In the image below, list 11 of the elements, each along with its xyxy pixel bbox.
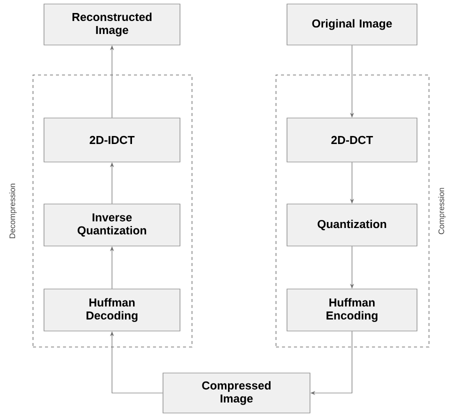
group-label: Compression xyxy=(438,188,446,234)
process-box: Huffman Encoding xyxy=(286,288,418,332)
process-box: Reconstructed Image xyxy=(44,4,180,46)
process-box: Original Image xyxy=(286,4,418,46)
process-box: Compressed Image xyxy=(162,372,310,414)
process-box: 2D-DCT xyxy=(286,118,418,162)
process-box: Quantization xyxy=(286,204,418,246)
group-label: Decompression xyxy=(9,184,17,238)
process-box: Inverse Quantization xyxy=(44,204,180,246)
process-box: Huffman Decoding xyxy=(44,288,180,332)
process-box: 2D-IDCT xyxy=(44,118,180,162)
